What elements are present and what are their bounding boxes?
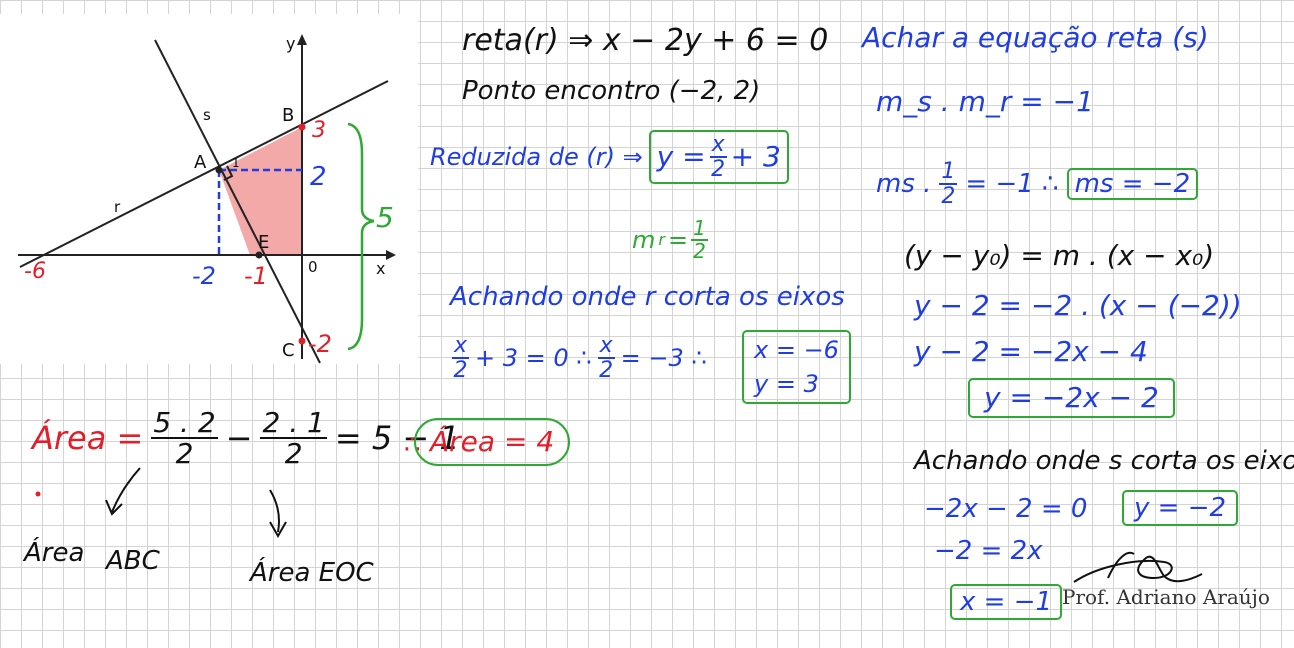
r-eq-num: x [452,333,470,360]
slope-r-den: 2 [693,239,706,263]
area-label: Área = [32,419,144,458]
slope-s-row: ms . 1 2 = −1 ∴ ms = −2 [876,159,1199,210]
line-r-equation: reta(r) ⇒ x − 2y + 6 = 0 [462,23,829,58]
s-eq2: −2 = 2x [934,536,1043,566]
line-r-label: r [114,198,121,216]
coordinate-diagram: y x 0 r s A B C E 1 3 2 -2 -6 -2 -1 5 [0,14,418,364]
point-b-label: B [282,105,295,126]
axis-x-label: x [376,259,386,278]
slope-s-prefix: ms . [876,169,932,200]
value-a-y: 2 [310,162,327,192]
area-abc-label: ABC [106,546,160,576]
x-axis-arrow-icon [386,250,396,260]
r-eq-fraction: x 2 [452,333,470,384]
value-c-y: -2 [308,330,332,358]
reduzida-tail: + 3 [730,140,781,174]
r-eq2-den: 2 [599,358,614,384]
point-slope-formula: (y − y₀) = m . (x − x₀) [904,239,1215,272]
signature-icon [1073,551,1203,583]
arrow-abc-icon [111,467,141,513]
r-eq-rest: + 3 = 0 ∴ [475,344,592,373]
point-c-dot [298,337,306,345]
angle-mark-label: 1 [232,156,240,170]
point-e-dot [255,251,263,259]
r-axes-equation: x 2 + 3 = 0 ∴ x 2 = −3 ∴ [452,334,707,382]
area-fraction-2: 2 . 1 2 [260,406,327,471]
r-intercept-y: y = 3 [754,370,819,398]
s-result-box: y = −2x − 2 [968,378,1175,418]
bottom-arrows-svg [35,467,287,539]
r-intercepts-box: x = −6 y = 3 [742,330,851,404]
r-eq-den: 2 [453,358,468,384]
area-frac2-num: 2 . 1 [260,406,327,440]
axis-y-label: y [286,34,296,53]
slope-s-tail: = −1 ∴ [965,169,1059,200]
line-s-label: s [203,106,211,124]
s-step2: y − 2 = −2x − 4 [914,335,1148,368]
area-fraction-1: 5 . 2 2 [151,406,218,471]
right-title: Achar a equação reta (s) [862,21,1209,54]
achando-s-heading: Achando onde s corta os eixos [914,446,1294,476]
slope-r-sub: r [658,230,665,249]
line-s [154,39,321,364]
shaded-triangle [219,127,302,255]
slope-r-eq: = [667,226,689,254]
arrow-eoc-icon [269,489,280,533]
s-intercept-x-box: x = −1 [950,584,1063,620]
slope-s-fraction: 1 2 [939,159,958,210]
r-eq2-fraction: x 2 [597,333,615,384]
s-step1: y − 2 = −2 . (x − (−2)) [914,289,1242,322]
r-eq2-num: x [597,333,615,360]
arrow-abc-head-icon [105,499,123,516]
diagram-svg [18,34,396,364]
value-b-y: 3 [312,118,326,143]
value-neg1: -1 [244,262,268,290]
slope-r-fraction: 1 2 [691,218,708,262]
reduzida-row: Reduzida de (r) ⇒ y = x 2 + 3 [430,130,789,185]
point-a-dot [215,166,223,174]
slope-s-num: 1 [939,159,958,186]
area-result-oval: Área = 4 [414,418,571,466]
slope-s-box: ms = −2 [1066,168,1199,201]
area-eoc-label: Área EOC [250,558,374,588]
right-angle-mark [223,165,234,181]
r-intercept-x: x = −6 [754,336,839,364]
point-b-dot [298,123,306,131]
area-frac1-den: 2 [175,437,194,471]
slope-r-m: m [632,226,656,254]
value-neg6: -6 [24,259,46,284]
reduzida-num: x [709,132,727,159]
origin-label: 0 [308,258,318,276]
arrow-eoc-head-icon [269,521,287,539]
green-brace [347,122,375,351]
point-a-label: A [194,152,207,173]
value-neg2: -2 [192,262,216,290]
area-abc-prefix: Área [24,538,85,568]
line-r [19,80,389,268]
area-minus: − [225,419,253,458]
area-frac2-den: 2 [284,437,303,471]
reduzida-box: y = x 2 + 3 [648,130,789,185]
r-eq2-rest: = −3 ∴ [620,344,707,373]
slope-r-num: 1 [691,216,708,241]
brace-label: 5 [376,201,394,234]
achando-r-heading: Achando onde r corta os eixos [450,282,845,312]
point-e-label: E [258,232,270,253]
y-axis-arrow-icon [297,34,307,45]
reduzida-y: y = [656,140,706,174]
red-dot [35,491,41,497]
s-intercept-y-box: y = −2 [1122,490,1239,526]
area-frac1-num: 5 . 2 [151,406,218,440]
reduzida-prefix: Reduzida de (r) ⇒ [430,143,643,172]
point-c-label: C [282,340,295,361]
perpendicular-condition: m_s . m_r = −1 [876,85,1094,118]
author-credit: Prof. Adriano Araújo [1062,585,1270,609]
slope-s-den: 2 [941,184,956,210]
reduzida-fraction: x 2 [709,132,727,183]
s-eq1: −2x − 2 = 0 [924,494,1088,524]
intersection-point: Ponto encontro (−2, 2) [462,76,761,106]
reduzida-den: 2 [711,157,726,183]
slope-r: m r = 1 2 [632,218,708,262]
